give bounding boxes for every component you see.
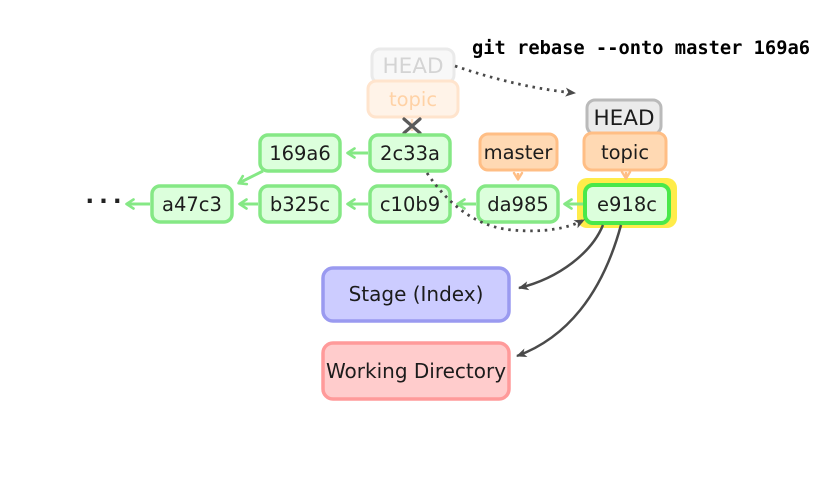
commit-b325c-label: b325c (270, 193, 330, 216)
old-topic-box (366, 79, 460, 119)
commit-c10b9-label: c10b9 (380, 193, 440, 216)
stage-label: Stage (Index) (349, 282, 484, 306)
old-head-label: HEAD (382, 54, 443, 79)
master-label: master (484, 141, 554, 164)
commit-e918c-label: e918c (597, 193, 657, 216)
dashed-arrow-commit-move (425, 172, 585, 233)
arrow-169a6-a47c3 (237, 169, 264, 186)
stage-box (321, 266, 511, 323)
commit-da985-label: da985 (487, 193, 549, 216)
commit-169a6 (258, 133, 342, 173)
rebase-command-text: git rebase --onto master 169a6 (472, 37, 810, 59)
working-directory-label: Working Directory (326, 359, 506, 383)
topic-box (582, 131, 668, 172)
commit-2c33a (368, 133, 452, 173)
master-box (478, 132, 559, 172)
old-topic-label: topic (389, 88, 437, 111)
commit-b325c (258, 184, 342, 224)
history-ellipsis: ··· (85, 189, 126, 215)
head-label: HEAD (593, 106, 654, 131)
commit-a47c3-label: a47c3 (162, 193, 222, 216)
commit-c10b9 (368, 184, 452, 224)
arrow-e918c-stage (518, 224, 605, 291)
commit-169a6-label: 169a6 (269, 142, 331, 165)
arrow-e918c-working-directory (516, 224, 623, 358)
x-mark-icon (402, 117, 422, 135)
commit-a47c3 (150, 184, 234, 224)
commit-2c33a-label: 2c33a (380, 142, 440, 165)
commit-da985 (476, 184, 560, 224)
dashed-arrow-head-move (454, 64, 576, 97)
working-directory-box (321, 341, 511, 401)
topic-label: topic (601, 141, 649, 164)
commit-e918c (583, 183, 671, 225)
